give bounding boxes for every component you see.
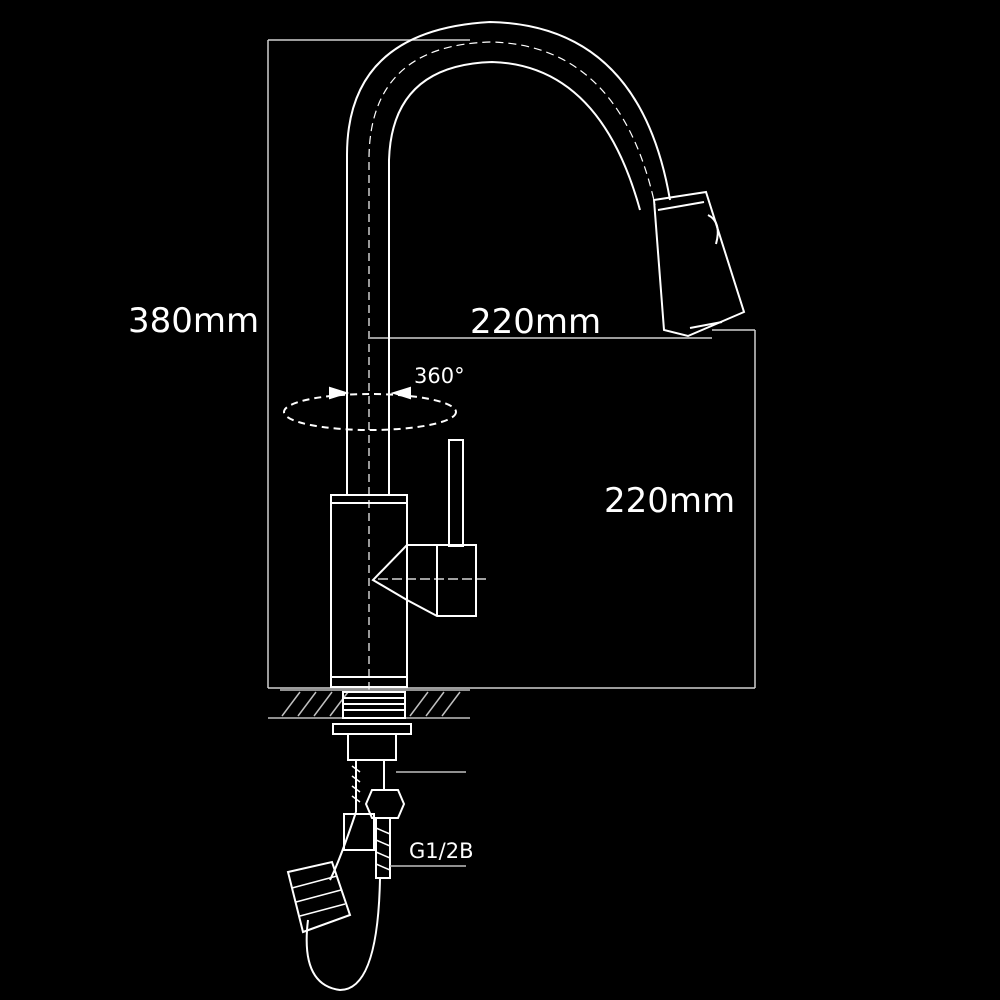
spray-head — [654, 192, 744, 336]
supply-hoses — [344, 760, 466, 878]
rotation-arrow-left — [330, 388, 346, 398]
counterweight — [288, 862, 350, 932]
connector-hex-nut — [366, 790, 404, 818]
total-height-label: 380mm — [128, 301, 260, 341]
spray-head-tip — [690, 322, 722, 328]
lever-handle — [373, 440, 488, 616]
countertop-hatching — [282, 692, 460, 716]
spout-height-label: 220mm — [604, 481, 736, 521]
connector-right-braid — [376, 828, 390, 870]
spout-outer-curve — [347, 22, 670, 495]
pull-out-hose — [288, 812, 380, 990]
connector-left-fitting — [344, 814, 374, 850]
spray-head-body — [654, 192, 744, 336]
mounting-washer — [333, 724, 411, 734]
mounting-assembly — [333, 692, 466, 772]
hose-left-braid — [352, 766, 360, 802]
spout-reach-label: 220mm — [470, 302, 602, 342]
spout-centerline — [369, 42, 655, 690]
rotation-indicator — [284, 388, 456, 430]
rotation-label: 360° — [414, 364, 465, 388]
mounting-nut-threads — [343, 698, 405, 710]
connector-right-hose — [376, 818, 390, 878]
gooseneck-spout — [347, 22, 670, 690]
rotation-arrow-right — [394, 388, 410, 398]
faucet-body — [331, 495, 407, 687]
spout-inner-curve — [389, 62, 640, 495]
mounting-shank — [348, 734, 396, 760]
spray-head-button — [708, 215, 718, 244]
connector-thread-label: G1/2B — [409, 839, 474, 863]
counterweight-bands — [292, 876, 345, 916]
spray-head-seam — [658, 202, 704, 210]
hose-loop — [307, 812, 380, 990]
body-cylinder — [331, 495, 407, 687]
handle-cartridge — [373, 545, 476, 616]
rotation-ellipse — [284, 394, 456, 430]
lever-stem — [449, 440, 463, 546]
dimension-lines — [268, 40, 755, 688]
